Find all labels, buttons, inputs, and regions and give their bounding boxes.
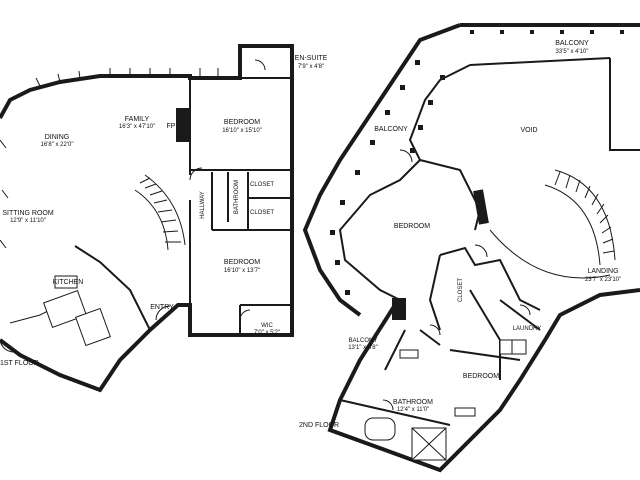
balcony-top-dim: 33'5" x 4'10"	[556, 49, 589, 55]
first-floor-exterior-wall	[0, 44, 294, 393]
dryer-icon	[511, 339, 527, 355]
second-floor-lower-wall	[327, 288, 640, 473]
landing-label: LANDING	[587, 268, 618, 275]
bedroom2-dim: 16'10" x 13'7"	[224, 268, 260, 274]
wic-dim: 7'0" x 5'2"	[254, 330, 280, 336]
bathtub-icon	[364, 417, 396, 441]
fireplace-icon	[176, 108, 190, 142]
kitchen-island-2	[75, 307, 111, 347]
first-floor-windows	[0, 68, 219, 249]
balcony-left-label: BALCONY	[374, 126, 408, 133]
hallway-label: HALLWAY	[200, 191, 206, 219]
room-labels: EN-SUITE 7'9" x 4'8" FAMILY 16'3" x 47'1…	[0, 40, 621, 429]
bathroom2-dim: 12'4" x 11'0"	[397, 407, 429, 413]
closet-wall-2f	[428, 246, 541, 380]
dining-label: DINING	[45, 134, 70, 141]
bedroom2-label: BEDROOM	[224, 259, 260, 266]
staircase-first-floor	[134, 174, 186, 251]
vanity-icon	[454, 407, 476, 417]
family-dim: 16'3" x 47'10"	[119, 124, 155, 130]
landing-dim: 23'7" x 23'10"	[585, 277, 621, 283]
bathroom-fixtures-2f	[364, 339, 527, 461]
balcony-low-dim: 13'1" x 4'8"	[348, 345, 378, 351]
bathroom-wall-2f	[339, 329, 451, 426]
bathroom1-label: BATHROOM	[234, 180, 240, 214]
wall-block-2	[392, 298, 406, 320]
kitchen-label: KITCHEN	[53, 279, 84, 286]
second-floor-label: 2ND FLOOR	[299, 422, 339, 429]
family-label: FAMILY	[125, 116, 150, 123]
bedroom1-dim: 16'10" x 15'10"	[222, 128, 262, 134]
laundry-label: LAUNDRY	[513, 326, 542, 332]
kitchen-counters	[9, 245, 151, 347]
ensuite-label: EN-SUITE	[295, 55, 328, 62]
first-floor-doors	[0, 59, 266, 353]
second-floor-windows	[330, 30, 624, 295]
second-floor-exterior-wall	[302, 23, 640, 317]
second-floor-plan	[302, 23, 640, 473]
desk-icon	[399, 349, 419, 359]
closet1-label: CLOSET	[250, 182, 274, 188]
closet-wall	[227, 172, 292, 230]
wall-block-1	[473, 189, 489, 225]
closet2-label: CLOSET	[250, 210, 274, 216]
sink-icon	[54, 275, 78, 289]
bedroom4-label: BEDROOM	[463, 373, 499, 380]
balcony-top-label: BALCONY	[555, 40, 589, 47]
void-edge	[609, 58, 640, 151]
dining-dim: 16'8" x 22'0"	[41, 142, 74, 148]
first-floor-label: 1ST FLOOR	[0, 360, 39, 367]
entry-label: ENTRY	[150, 304, 174, 311]
wic-label: WIC	[261, 323, 273, 329]
bathroom2-label: BATHROOM	[393, 399, 433, 406]
ensuite-dim: 7'9" x 4'8"	[298, 64, 324, 70]
first-floor-plan	[0, 44, 294, 393]
staircase-second-floor	[489, 169, 616, 279]
bedroom1-label: BEDROOM	[224, 119, 260, 126]
closet3-label: CLOSET	[458, 278, 464, 302]
second-floor-doors	[382, 149, 531, 411]
fp-label: FP	[167, 123, 176, 130]
sitting-dim: 12'9" x 11'10"	[10, 218, 46, 224]
void-label: VOID	[520, 127, 537, 134]
balcony-low-label: BALCONY	[349, 338, 378, 344]
bedroom3-label: BEDROOM	[394, 223, 430, 230]
sitting-label: SITTING ROOM	[2, 210, 54, 217]
